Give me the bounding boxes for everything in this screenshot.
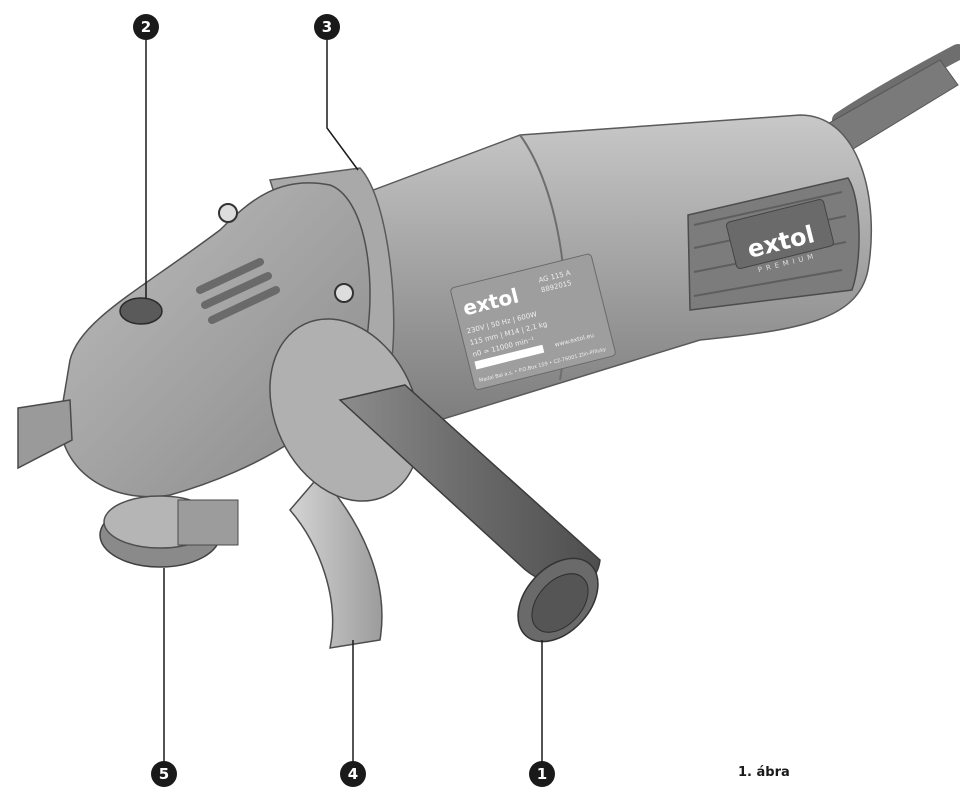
svg-text:3: 3 (322, 18, 332, 36)
callout-4: 4 (340, 761, 366, 787)
callout-1: 1 (529, 761, 555, 787)
svg-text:1: 1 (537, 765, 547, 783)
spindle-lock-button (119, 297, 163, 325)
callout-3: 3 (314, 14, 340, 40)
svg-text:2: 2 (141, 18, 151, 36)
guard-lip (17, 399, 73, 470)
svg-text:4: 4 (348, 765, 358, 783)
callout-5: 5 (151, 761, 177, 787)
svg-text:5: 5 (159, 765, 169, 783)
wheel-guard (289, 473, 383, 649)
head-vents (196, 258, 280, 324)
figure-caption: 1. ábra (738, 765, 790, 780)
leader-3 (326, 40, 359, 171)
head-screw-1 (218, 203, 238, 223)
callout-2: 2 (133, 14, 159, 40)
head-screw-2 (334, 283, 354, 303)
auxiliary-handle (269, 318, 601, 643)
rating-plate: extol AG 115 A 8892015 230V | 50 Hz | 60… (450, 253, 616, 390)
rear-grip-panel: extol PREMIUM (687, 177, 860, 311)
leader-lines (145, 38, 543, 765)
spindle-flange (99, 495, 239, 568)
